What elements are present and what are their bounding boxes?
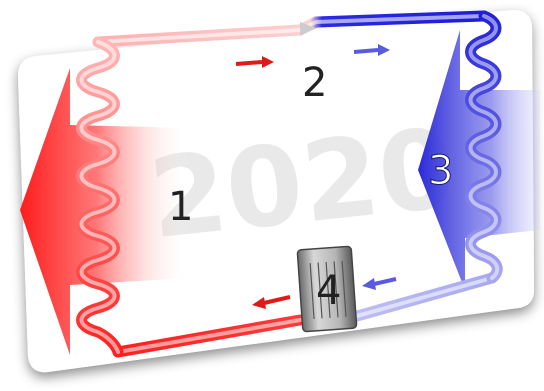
flow-arrow-bottom-left (252, 295, 291, 309)
evaporator-coil (465, 10, 503, 284)
expansion-valve (300, 22, 316, 36)
label-condenser: 1 (168, 184, 193, 230)
flow-arrow-top-left (235, 56, 274, 68)
condenser-coil (76, 36, 124, 358)
flow-arrow-top-right (353, 44, 390, 56)
label-compressor: 4 (316, 268, 341, 314)
label-expansion-valve: 2 (302, 60, 327, 106)
watermark-text: 2020 (144, 104, 462, 263)
flow-arrow-bottom-right (362, 277, 397, 290)
diagram-card (18, 9, 534, 373)
label-evaporator: 3 (428, 148, 453, 194)
compressor-icon (296, 245, 358, 333)
